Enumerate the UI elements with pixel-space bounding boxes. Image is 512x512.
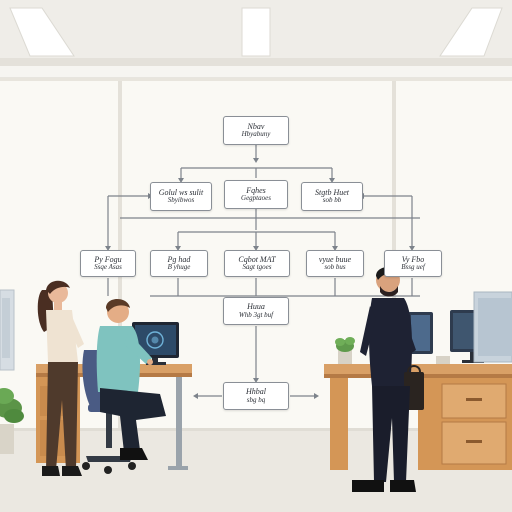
seated-man bbox=[96, 299, 166, 460]
org-node-level2-center-line1: Fqhes bbox=[246, 185, 266, 195]
right-wall-panel bbox=[473, 291, 512, 363]
org-node-level4: Huua Whb 3gt buf bbox=[223, 297, 289, 325]
org-node-level3-3-line1: Cqbot MAT bbox=[238, 254, 276, 264]
org-chart-connectors bbox=[107, 145, 420, 397]
org-node-level3-5-line1: Vy Fbo bbox=[401, 254, 425, 264]
left-wall-panel bbox=[0, 289, 15, 371]
org-node-bottom: Hhbal sbg bq bbox=[223, 382, 289, 410]
left-monitor bbox=[132, 322, 179, 365]
org-node-level2-left-line2: Sbyibwos bbox=[167, 196, 195, 205]
org-node-level3-4: vyue buue sob bus bbox=[306, 250, 364, 277]
org-node-level2-right: Stgtb Huet sob bb bbox=[301, 182, 363, 211]
org-node-level4-line2: Whb 3gt buf bbox=[238, 310, 274, 319]
org-node-level3-1-line2: Ssqe Asas bbox=[94, 263, 122, 272]
org-node-level3-1: Py Fogu Ssqe Asas bbox=[80, 250, 136, 277]
org-node-top-line2: Hbyabuny bbox=[241, 130, 271, 139]
man-in-suit bbox=[352, 267, 424, 492]
org-node-level2-left-line1: Golul ws sulit bbox=[158, 187, 204, 197]
org-node-level2-center-line2: Gegptaoes bbox=[241, 194, 271, 203]
org-node-level3-2: Pg had B yhuge bbox=[150, 250, 208, 277]
org-node-bottom-line2: sbg bq bbox=[246, 395, 266, 404]
org-node-level3-4-line2: sob bus bbox=[324, 263, 346, 272]
standing-woman bbox=[37, 280, 84, 476]
org-chart-arrowheads bbox=[105, 158, 415, 399]
org-node-level2-left: Golul ws sulit Sbyibwos bbox=[150, 182, 212, 211]
org-node-level3-3-line2: Sagt tgoes bbox=[242, 263, 272, 272]
potted-plant-desk bbox=[335, 337, 355, 364]
org-node-level3-1-line1: Py Fogu bbox=[94, 254, 122, 264]
org-node-level2-right-line2: sob bb bbox=[322, 196, 342, 205]
org-node-level3-2-line1: Pg had bbox=[167, 254, 191, 264]
org-node-level2-right-line1: Stgtb Huet bbox=[315, 187, 349, 197]
ceiling-lights bbox=[9, 7, 503, 57]
org-node-level2-center: Fqhes Gegptaoes bbox=[224, 180, 288, 209]
org-node-level3-3: Cqbot MAT Sagt tgoes bbox=[224, 250, 290, 277]
org-node-level3-5-line2: Bssg uef bbox=[401, 263, 425, 272]
potted-plant-floor bbox=[0, 388, 24, 454]
org-node-bottom-line1: Hhbal bbox=[246, 387, 266, 397]
org-node-top-line1: Nbav bbox=[247, 121, 265, 131]
org-node-level4-line1: Huua bbox=[247, 302, 265, 312]
org-node-level3-2-line2: B yhuge bbox=[167, 263, 191, 272]
org-node-level3-4-line1: vyue buue bbox=[318, 254, 352, 264]
org-node-top: Nbav Hbyabuny bbox=[223, 116, 289, 145]
org-node-level3-5: Vy Fbo Bssg uef bbox=[384, 250, 442, 277]
